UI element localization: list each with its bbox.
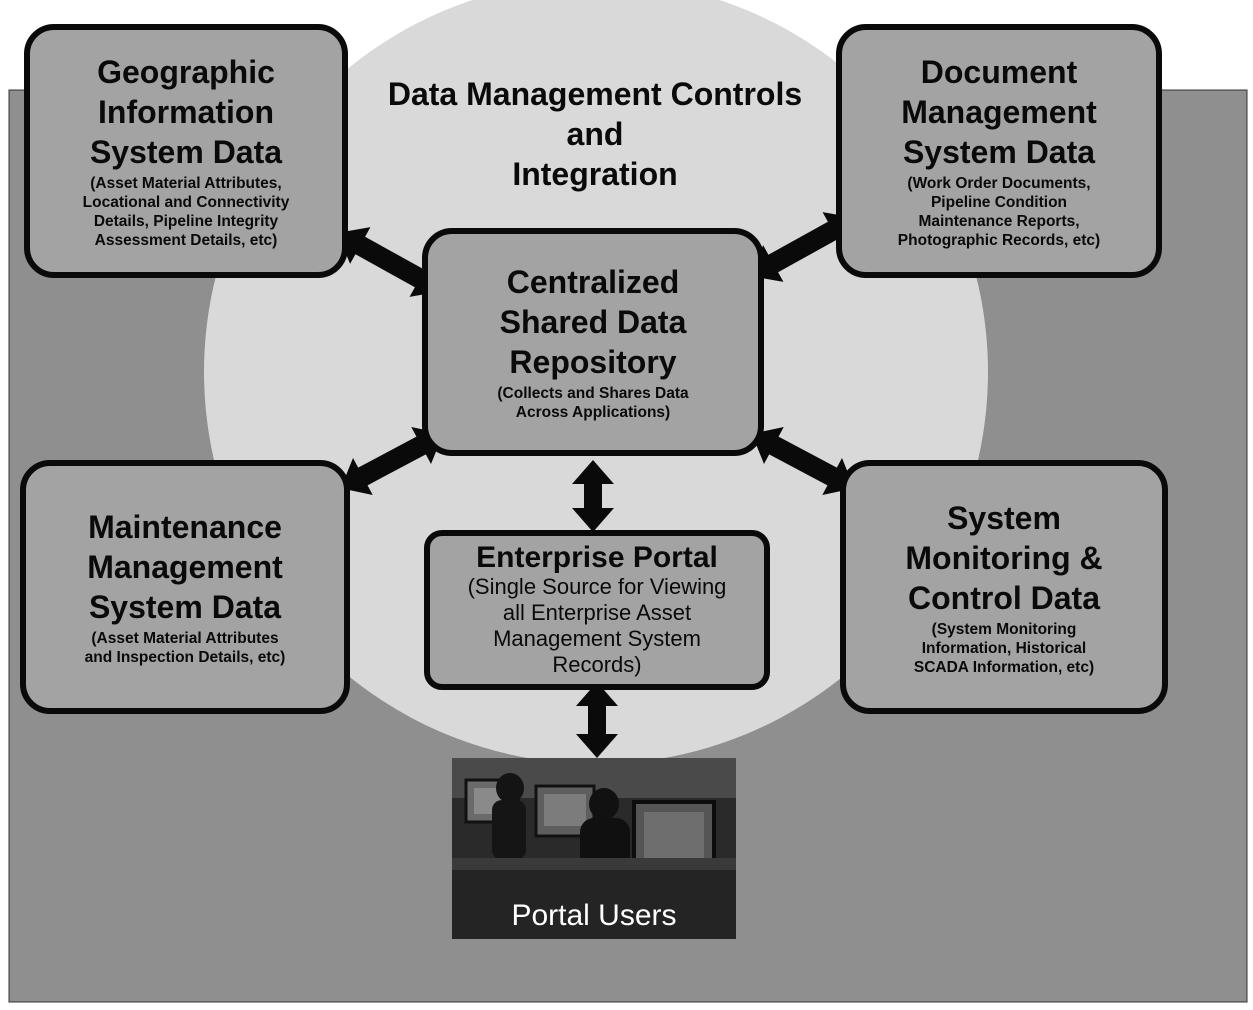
node-repository: Centralized Shared Data Repository (Coll… xyxy=(422,228,764,456)
node-maintenance: Maintenance Management System Data (Asse… xyxy=(20,460,350,714)
node-document-title: Document Management System Data xyxy=(901,54,1097,170)
node-monitoring: System Monitoring & Control Data (System… xyxy=(840,460,1168,714)
node-repository-subtitle: (Collects and Shares Data Across Applica… xyxy=(497,385,689,421)
controls-integration-label: Data Management Controls and Integration xyxy=(387,76,803,192)
node-gis: Geographic Information System Data (Asse… xyxy=(24,24,348,278)
node-maintenance-subtitle: (Asset Material Attributes and Inspectio… xyxy=(84,630,286,666)
photo-scene xyxy=(452,758,736,939)
portal-users-photo: Portal Users xyxy=(452,758,736,939)
node-gis-subtitle: (Asset Material Attributes, Locational a… xyxy=(82,175,290,249)
node-monitoring-title: System Monitoring & Control Data xyxy=(905,499,1103,616)
node-portal-subtitle: (Single Source for Viewing all Enterpris… xyxy=(467,574,727,677)
arrow-maintenance-repository xyxy=(340,426,444,496)
node-repository-title: Centralized Shared Data Repository xyxy=(499,264,687,380)
arrow-gis-repository xyxy=(337,227,443,297)
portal-users-caption: Portal Users xyxy=(511,899,677,932)
node-portal-title: Enterprise Portal xyxy=(476,541,718,574)
arrow-monitoring-repository xyxy=(751,426,855,496)
node-document: Document Management System Data (Work Or… xyxy=(836,24,1162,278)
arrow-portal-users xyxy=(576,682,618,758)
node-portal: Enterprise Portal (Single Source for Vie… xyxy=(424,530,770,690)
arrow-repository-portal xyxy=(572,460,614,532)
node-monitoring-subtitle: (System Monitoring Information, Historic… xyxy=(913,620,1095,676)
node-document-subtitle: (Work Order Documents, Pipeline Conditio… xyxy=(897,175,1101,249)
node-gis-title: Geographic Information System Data xyxy=(89,54,283,170)
node-maintenance-title: Maintenance Management System Data xyxy=(87,509,283,625)
arrow-document-repository xyxy=(750,212,856,282)
